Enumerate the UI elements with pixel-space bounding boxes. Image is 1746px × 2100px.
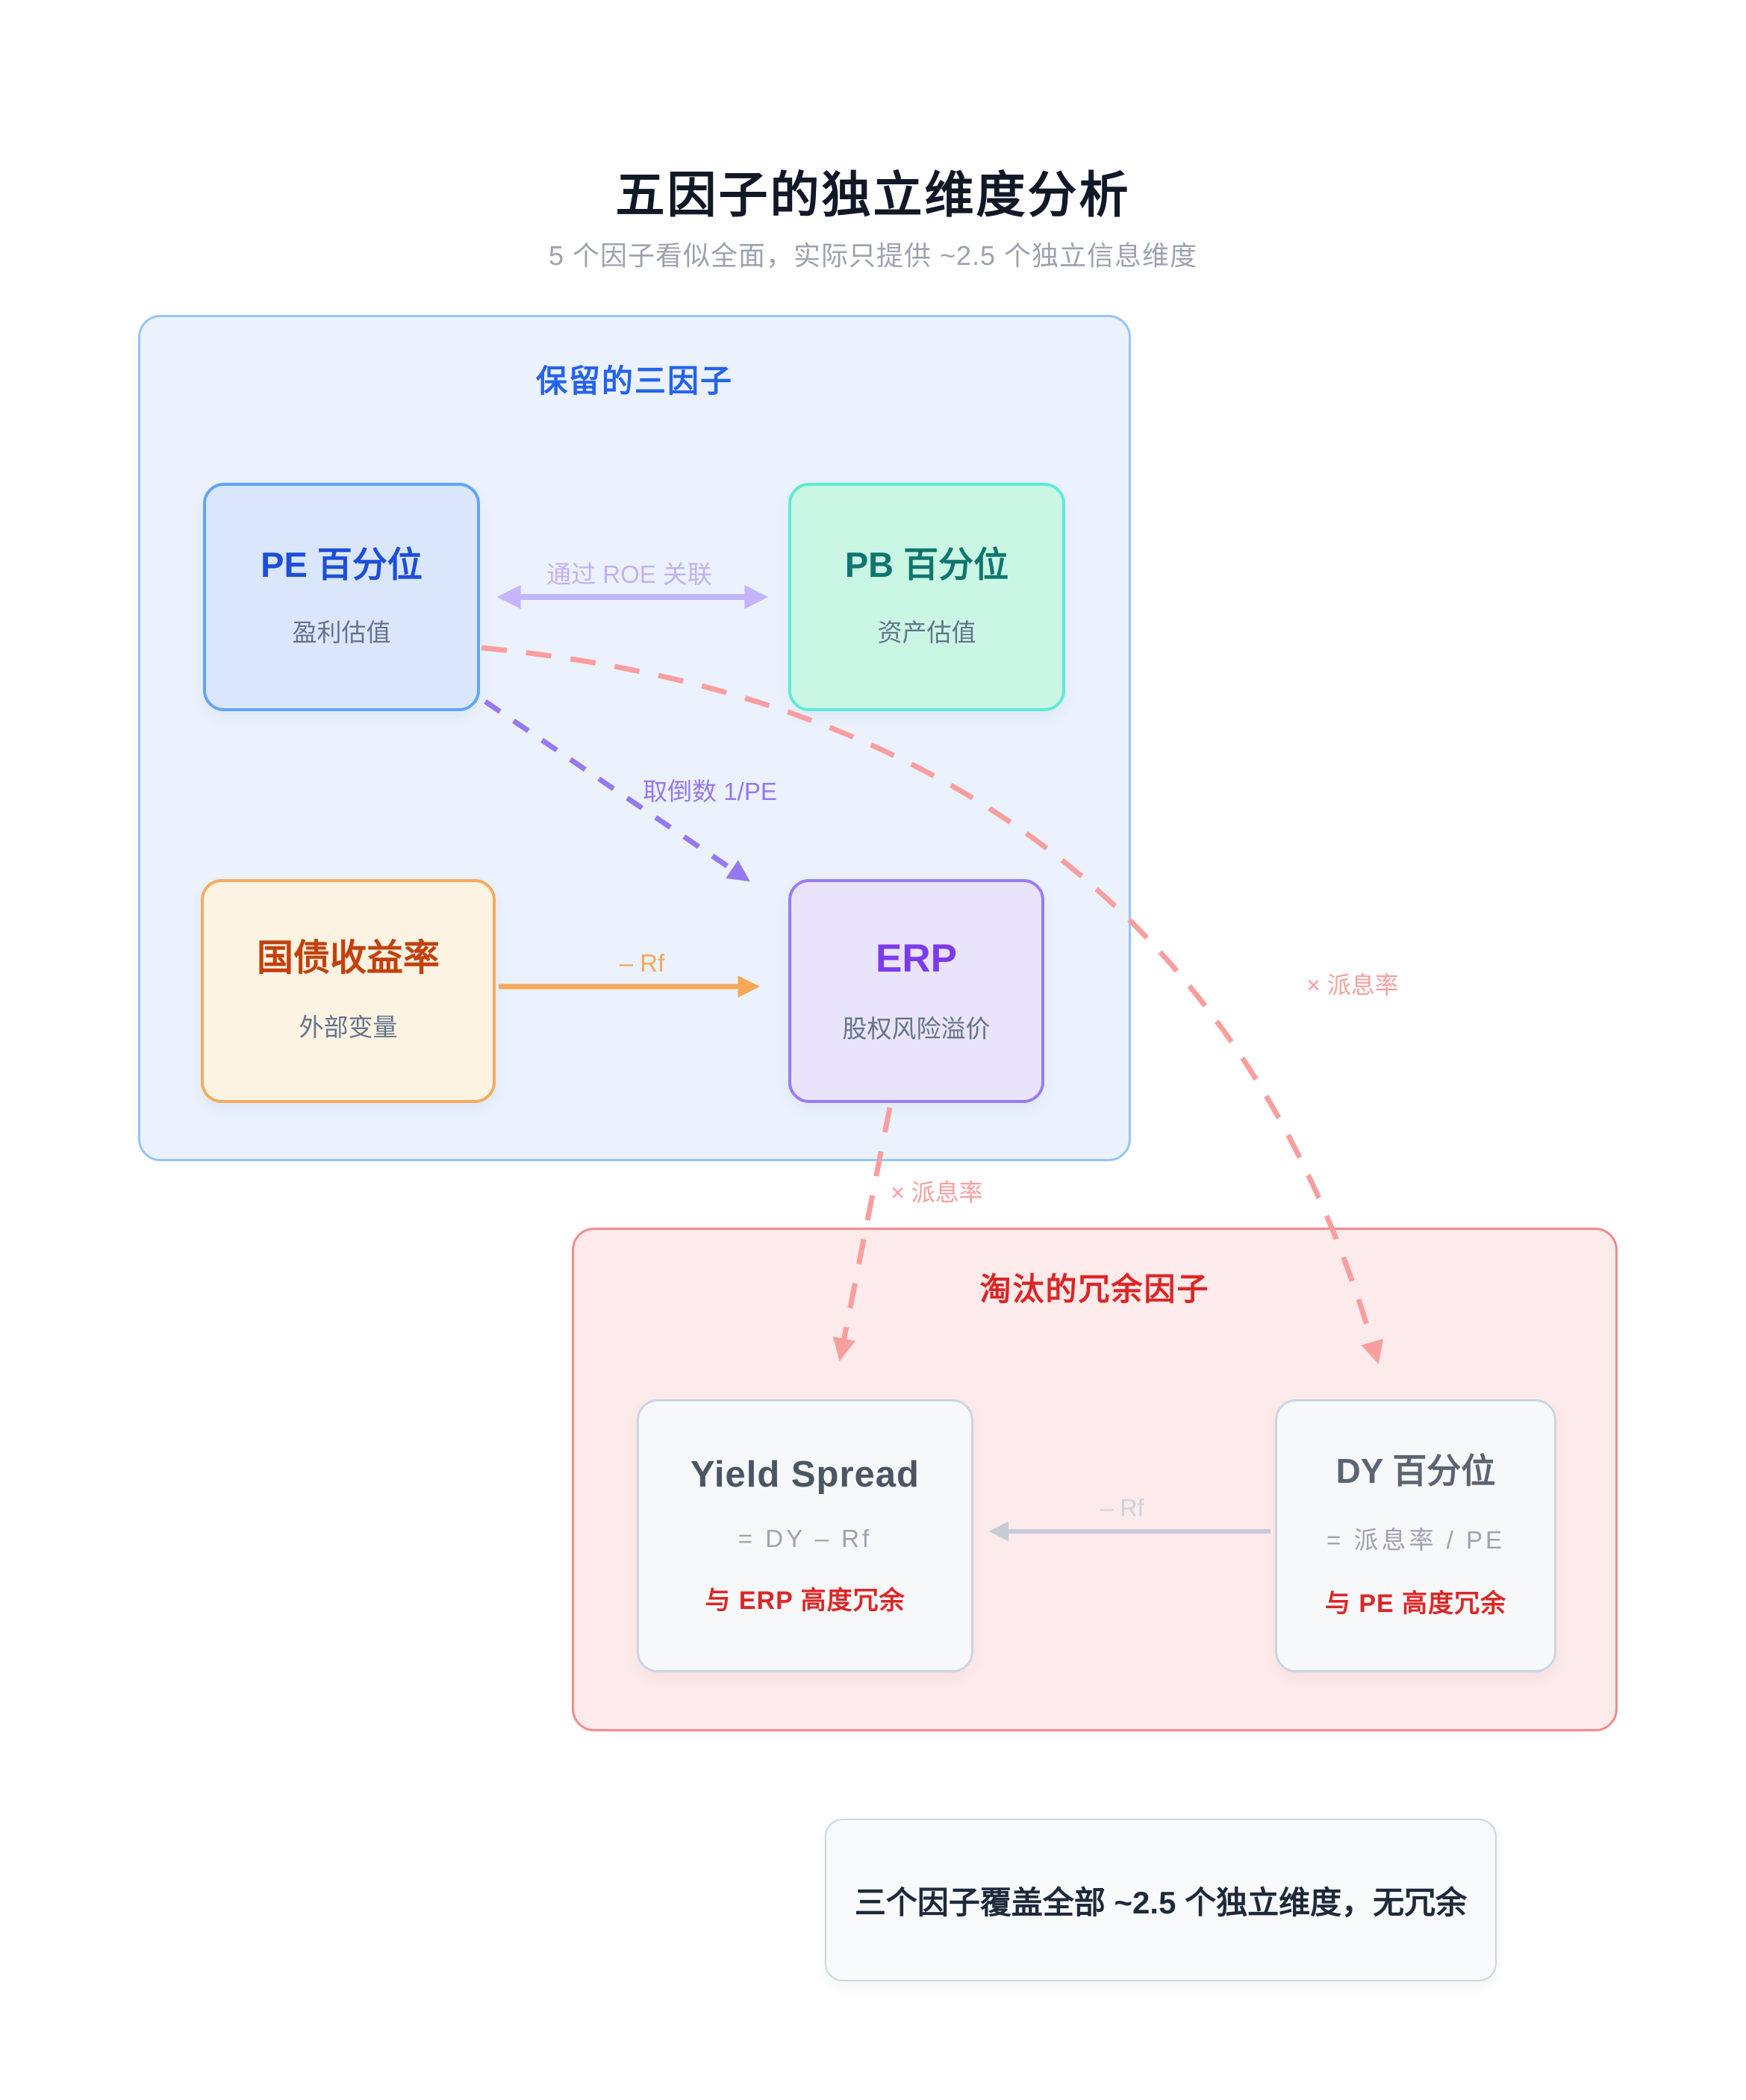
- dy-note: 与 PE 高度冗余: [1324, 1589, 1507, 1618]
- erp-subtitle: 股权风险溢价: [842, 1015, 991, 1043]
- yield-spread-note: 与 ERP 高度冗余: [705, 1587, 905, 1616]
- pe-subtitle: 盈利估值: [292, 618, 391, 646]
- edge-label-times-dividend-left: × 派息率: [891, 1179, 983, 1206]
- edge-label-roe-link: 通过 ROE 关联: [546, 560, 712, 588]
- retained-group-label: 保留的三因子: [535, 363, 733, 399]
- dy-formula: = 派息率 / PE: [1326, 1525, 1505, 1554]
- edge-label-minus-rf-gray: – Rf: [1100, 1494, 1144, 1522]
- bond-subtitle: 外部变量: [299, 1013, 398, 1041]
- page-title: 五因子的独立维度分析: [615, 167, 1131, 222]
- retained-factors-group: 保留的三因子 PE 百分位 盈利估值 PB 百分位 资产估值 国债收益率 外部变…: [138, 315, 1131, 1161]
- node-pb-percentile: PB 百分位 资产估值: [788, 483, 1065, 711]
- dy-title: DY 百分位: [1335, 1451, 1496, 1491]
- yield-spread-title: Yield Spread: [690, 1454, 920, 1495]
- node-bond-yield: 国债收益率 外部变量: [201, 879, 496, 1103]
- page-subtitle: 5 个因子看似全面，实际只提供 ~2.5 个独立信息维度: [548, 240, 1198, 271]
- removed-factors-group: 淘汰的冗余因子 Yield Spread = DY – Rf 与 ERP 高度冗…: [572, 1228, 1618, 1731]
- pb-subtitle: 资产估值: [877, 618, 976, 646]
- conclusion-text: 三个因子覆盖全部 ~2.5 个独立维度，无冗余: [854, 1884, 1468, 1920]
- bond-title: 国债收益率: [256, 938, 440, 979]
- edge-label-times-dividend-right: × 派息率: [1306, 972, 1399, 999]
- node-erp: ERP 股权风险溢价: [788, 879, 1044, 1103]
- node-yield-spread: Yield Spread = DY – Rf 与 ERP 高度冗余: [637, 1399, 973, 1672]
- edge-label-inverse-pe: 取倒数 1/PE: [643, 778, 777, 805]
- node-dy-percentile: DY 百分位 = 派息率 / PE 与 PE 高度冗余: [1275, 1399, 1556, 1672]
- removed-group-label: 淘汰的冗余因子: [979, 1272, 1210, 1307]
- erp-title: ERP: [876, 936, 957, 981]
- node-pe-percentile: PE 百分位 盈利估值: [203, 483, 480, 711]
- pb-title: PB 百分位: [844, 545, 1009, 585]
- conclusion-box: 三个因子覆盖全部 ~2.5 个独立维度，无冗余: [825, 1819, 1497, 1981]
- pe-title: PE 百分位: [261, 545, 423, 585]
- yield-spread-formula: = DY – Rf: [738, 1525, 873, 1553]
- edge-label-minus-rf-orange: – Rf: [619, 949, 665, 977]
